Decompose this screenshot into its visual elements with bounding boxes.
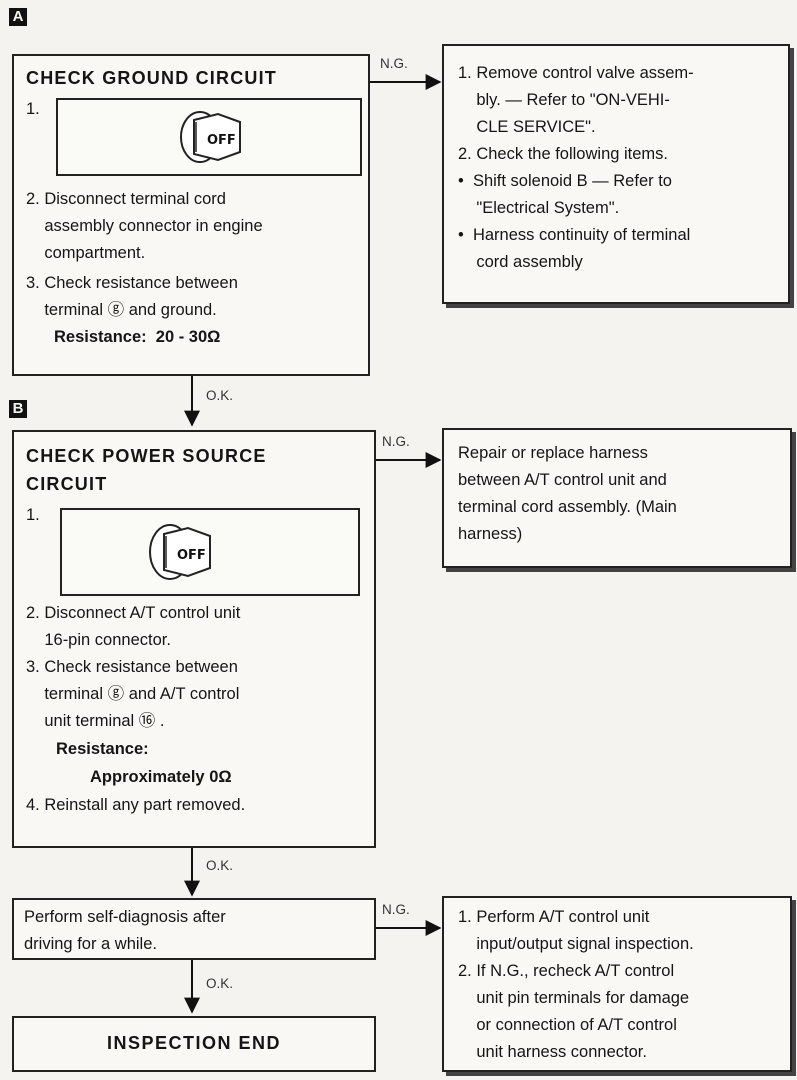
check-power-title-line1: CHECK POWER SOURCE	[26, 446, 267, 466]
ng-label-ground: N.G.	[380, 56, 408, 71]
check-power-resistance-value: Approximately 0Ω	[90, 768, 232, 786]
section-b-marker: B	[9, 400, 27, 418]
check-ground-circuit-box: CHECK GROUND CIRCUIT 1. OFF 2. Disconnec…	[12, 54, 370, 376]
ignition-off-text-2: OFF	[177, 548, 206, 563]
check-power-step4: 4. Reinstall any part removed.	[26, 796, 246, 814]
ignition-off-text: OFF	[207, 133, 236, 148]
power-ng-action-text: Repair or replace harness between A/T co…	[458, 444, 677, 543]
check-power-step1-number: 1.	[26, 506, 40, 524]
ok-label-power: O.K.	[206, 858, 234, 873]
check-power-title-line2: CIRCUIT	[26, 474, 108, 494]
ignition-key-off-icon: OFF	[180, 111, 241, 163]
ignition-off-illustration: OFF	[56, 98, 362, 176]
check-power-step3: 3. Check resistance between terminal ⓖ a…	[26, 658, 240, 730]
selfdiag-ng-action-text: 1. Perform A/T control unit input/output…	[458, 908, 694, 1061]
check-power-resistance-label: Resistance:	[56, 740, 149, 758]
inspection-end-box: INSPECTION END	[12, 1016, 376, 1072]
check-power-source-box: CHECK POWER SOURCE CIRCUIT 1. OFF 2. Dis…	[12, 430, 376, 848]
check-ground-title: CHECK GROUND CIRCUIT	[26, 68, 277, 88]
ground-ng-action-box: 1. Remove control valve assem- bly. — Re…	[442, 44, 790, 304]
check-ground-step1-number: 1.	[26, 100, 40, 118]
ng-label-power: N.G.	[382, 434, 410, 449]
check-ground-resistance: Resistance: 20 - 30Ω	[54, 328, 221, 346]
ok-label-selfdiag: O.K.	[206, 976, 234, 991]
check-power-step2: 2. Disconnect A/T control unit 16-pin co…	[26, 604, 241, 649]
section-a-marker: A	[9, 8, 27, 26]
power-ng-action-box: Repair or replace harness between A/T co…	[442, 428, 792, 568]
inspection-end-text: INSPECTION END	[106, 1033, 282, 1053]
ok-label-ground: O.K.	[206, 388, 234, 403]
ignition-off-illustration-2: OFF	[60, 508, 360, 596]
ng-label-selfdiag: N.G.	[382, 902, 410, 917]
ground-ng-action-text: 1. Remove control valve assem- bly. — Re…	[458, 64, 694, 271]
check-ground-step2: 2. Disconnect terminal cord assembly con…	[26, 190, 263, 262]
self-diagnosis-box: Perform self-diagnosis after driving for…	[12, 898, 376, 960]
ignition-key-off-icon: OFF	[149, 524, 211, 580]
self-diagnosis-text: Perform self-diagnosis after driving for…	[24, 908, 226, 953]
check-ground-step3: 3. Check resistance between terminal ⓖ a…	[26, 274, 238, 319]
selfdiag-ng-action-box: 1. Perform A/T control unit input/output…	[442, 896, 792, 1072]
